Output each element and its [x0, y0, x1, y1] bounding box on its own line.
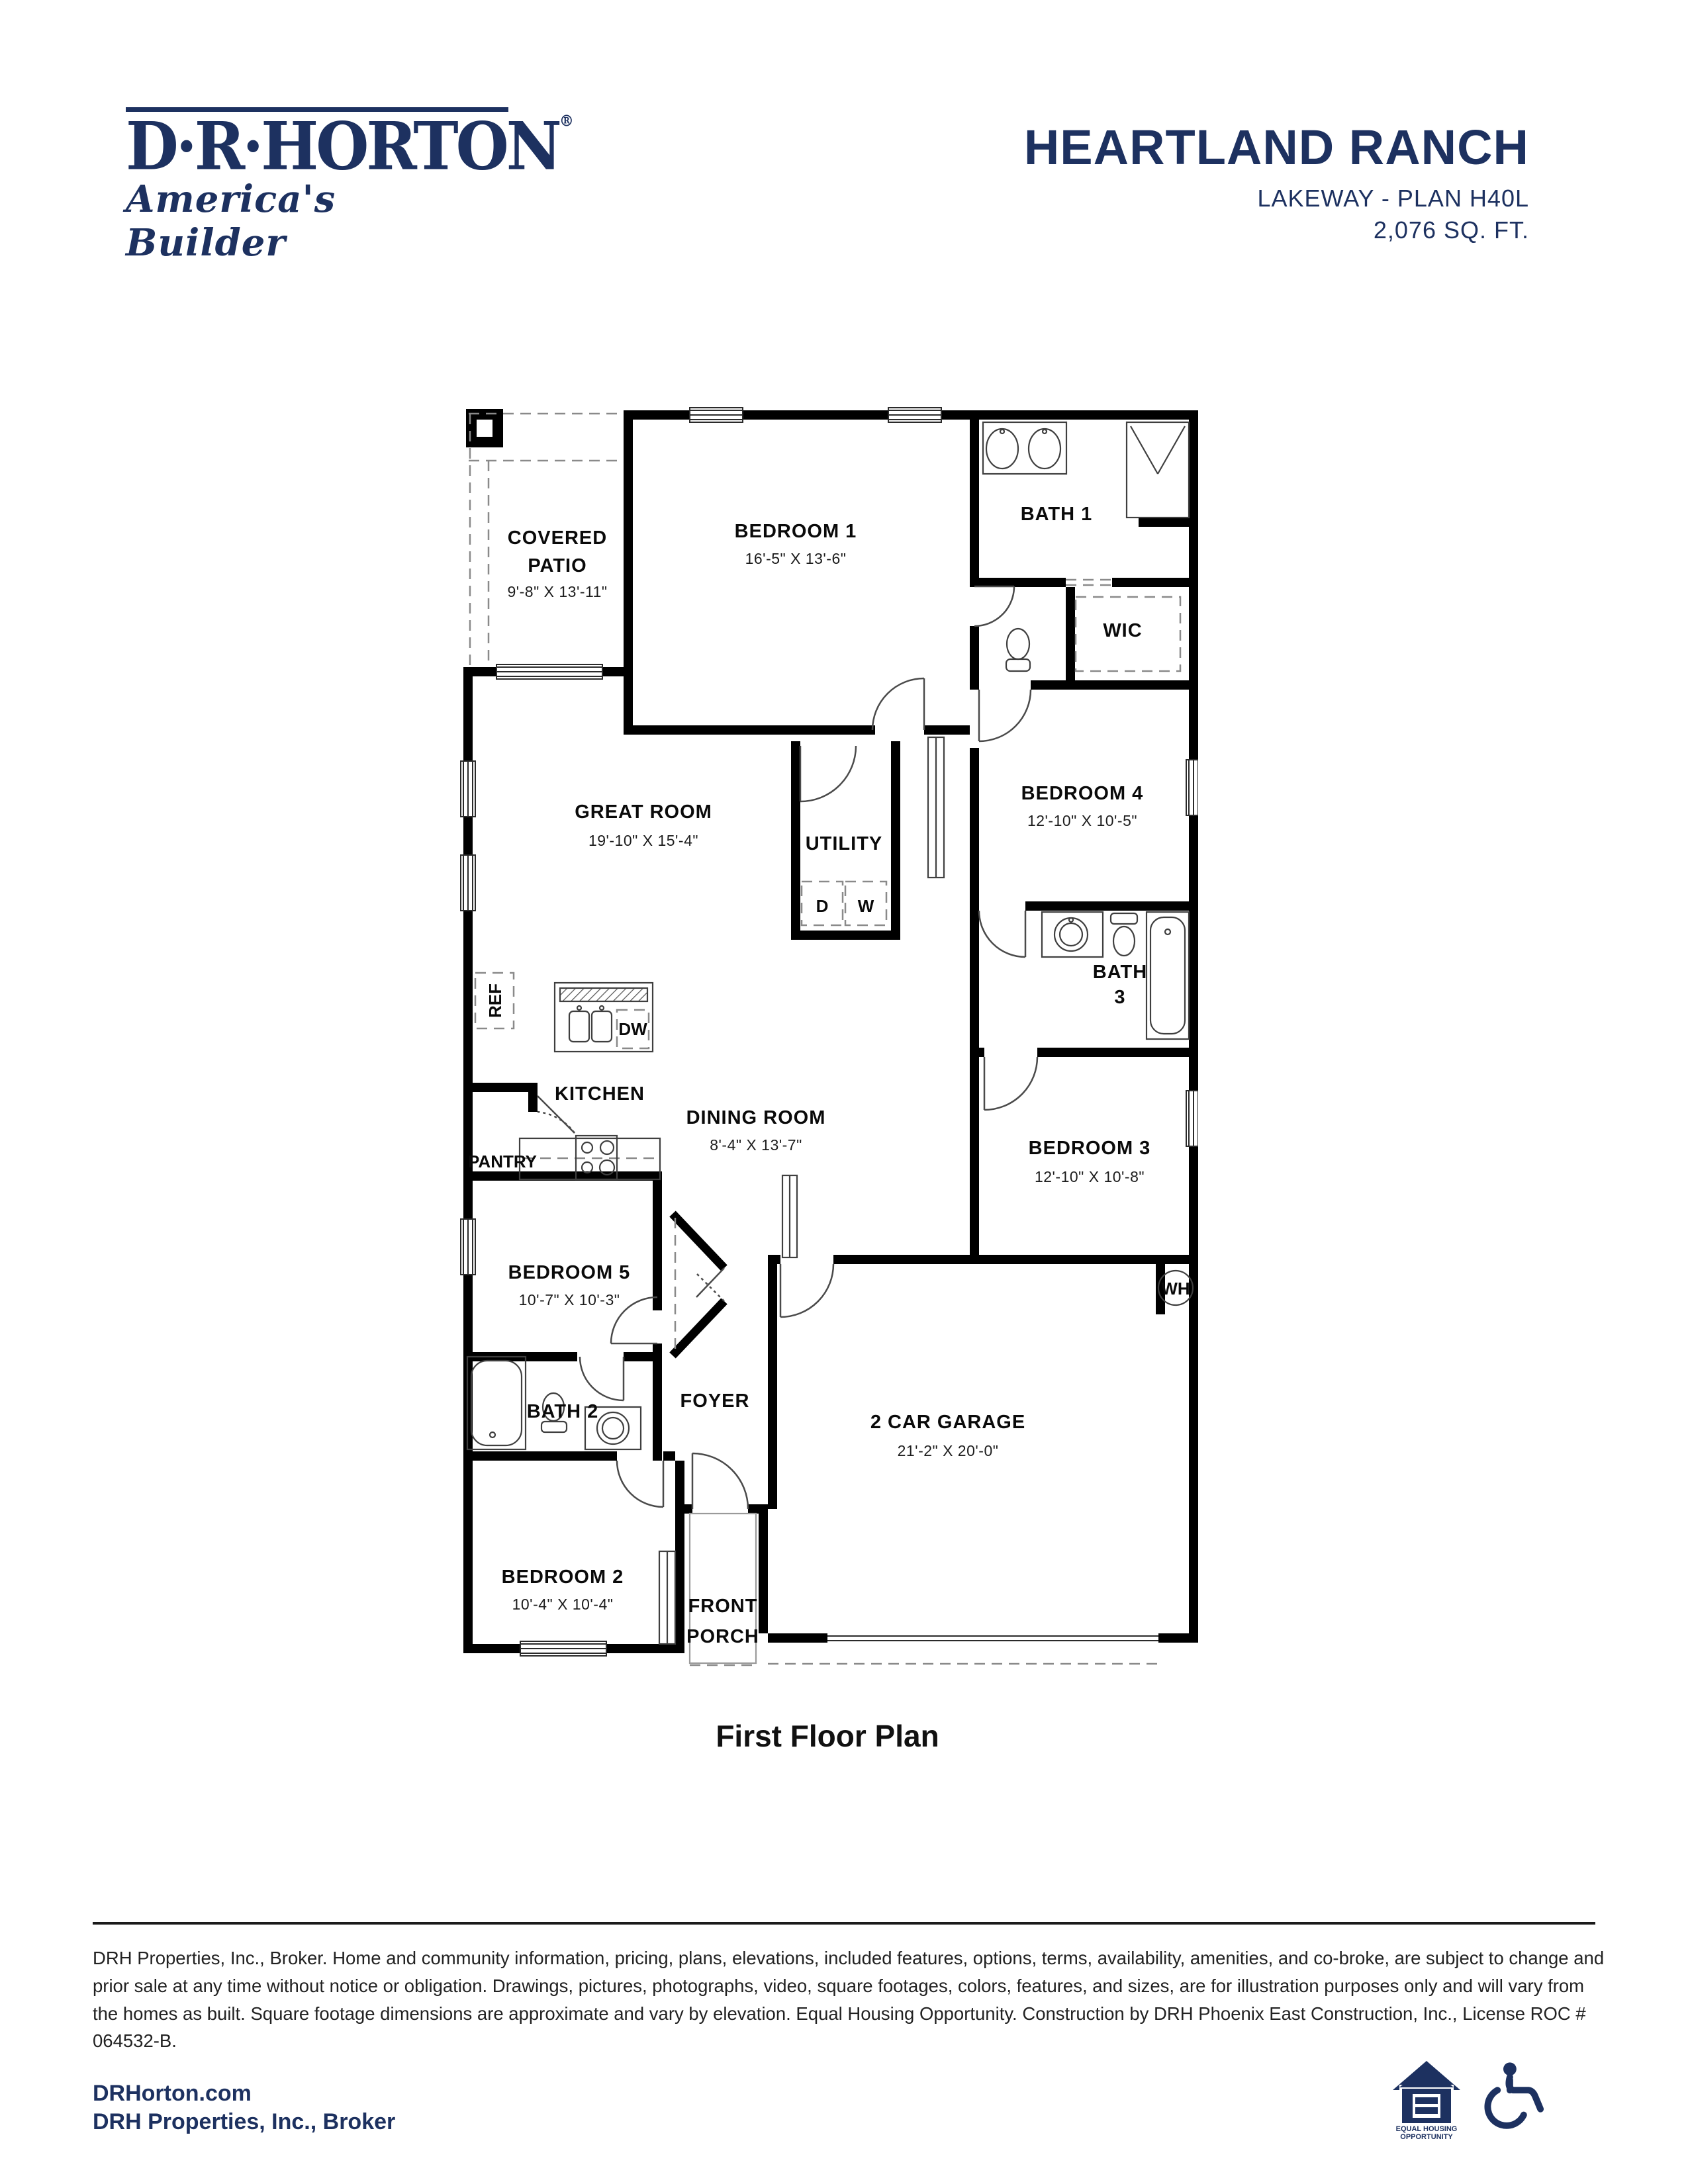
door-foyer-closet [696, 1267, 725, 1302]
plan-dashed-lines [469, 412, 1182, 1666]
label-washer: W [858, 896, 874, 916]
label-wic: WIC [1103, 620, 1142, 641]
label-wh: WH [1161, 1279, 1190, 1298]
garage-door [827, 1633, 1158, 1643]
door-pantry [537, 1095, 576, 1134]
bath2-vanity [584, 1406, 642, 1451]
door-garage-entry [779, 1263, 835, 1318]
equal-housing-text2: OPPORTUNITY [1400, 2133, 1453, 2141]
equal-housing-logo: EQUAL HOUSING OPPORTUNITY [1393, 2061, 1460, 2141]
plan-labels: COVERED PATIO 9'-8" X 13'-11" BEDROOM 1 … [468, 504, 1190, 1647]
kitchen-island [553, 981, 654, 1053]
plan-doors [537, 585, 1039, 1510]
bedroom2-closet [658, 1550, 677, 1645]
label-bedroom3: BEDROOM 3 [1029, 1138, 1151, 1159]
plan-caption: First Floor Plan [716, 1719, 939, 1753]
front-porch-outline [688, 1512, 757, 1664]
dims-covered-patio: 9'-8" X 13'-11" [507, 583, 607, 600]
door-bath2 [579, 1356, 625, 1402]
door-bedroom5 [610, 1296, 658, 1345]
dims-bedroom2: 10'-4" X 10'-4" [512, 1596, 614, 1613]
logo-name: D·R·HORTON [126, 107, 562, 185]
dims-bedroom5: 10'-7" X 10'-3" [519, 1291, 620, 1308]
door-front [691, 1452, 749, 1510]
plan-windows [460, 407, 1198, 1657]
label-front-porch: FRONT [688, 1596, 758, 1617]
bath3-vanity [1041, 911, 1104, 958]
dims-dining: 8'-4" X 13'-7" [710, 1136, 802, 1154]
label-great-room: GREAT ROOM [575, 801, 712, 823]
label-bath3-2: 3 [1114, 987, 1125, 1008]
door-bedroom3 [983, 1056, 1039, 1111]
plan-sqft: 2,076 SQ. FT. [1373, 216, 1529, 244]
label-bedroom5: BEDROOM 5 [508, 1262, 631, 1283]
equal-housing-text1: EQUAL HOUSING [1396, 2125, 1458, 2133]
door-bath1-hall [974, 585, 1015, 627]
disclaimer-text: DRH Properties, Inc., Broker. Home and c… [93, 1948, 1605, 2052]
label-foyer: FOYER [680, 1390, 750, 1412]
divider-rule [93, 1922, 1595, 1925]
label-dw: DW [618, 1019, 647, 1039]
floor-plan-drawing: COVERED PATIO 9'-8" X 13'-11" BEDROOM 1 … [460, 407, 1198, 1666]
dims-great-room: 19'-10" X 15'-4" [588, 832, 698, 849]
registered-mark: ® [559, 112, 574, 131]
label-dining: DINING ROOM [686, 1107, 826, 1128]
plan-subtitle: LAKEWAY - PLAN H40L [1257, 185, 1529, 212]
label-bedroom2: BEDROOM 2 [502, 1567, 624, 1588]
bath2-tub [466, 1355, 527, 1451]
label-kitchen: KITCHEN [555, 1083, 645, 1105]
logo-rule [126, 107, 508, 112]
label-dryer: D [816, 896, 829, 916]
bath1-toilet [1005, 627, 1031, 672]
kitchen-range [518, 1134, 661, 1181]
bath3-tub [1145, 911, 1190, 1040]
footer-links: DRHorton.com DRH Properties, Inc., Broke… [93, 2079, 395, 2136]
footer-broker: DRH Properties, Inc., Broker [93, 2109, 396, 2134]
drhorton-logo: D·R·HORTON® America's Builder [126, 107, 574, 265]
dims-bedroom4: 12'-10" X 10'-5" [1027, 812, 1137, 829]
label-bath1: BATH 1 [1021, 504, 1093, 525]
door-utility [799, 745, 857, 803]
logo-wordmark: D·R·HORTON® [126, 112, 574, 181]
title-block: HEARTLAND RANCH LAKEWAY - PLAN H40L 2,07… [1024, 119, 1529, 244]
bath1-shower [1125, 421, 1190, 519]
label-bath3: BATH [1093, 962, 1147, 983]
label-pantry: PANTRY [468, 1152, 537, 1171]
logo-tagline: America's Builder [126, 177, 336, 265]
bath3-toilet [1109, 912, 1139, 957]
label-covered-patio2: PATIO [528, 555, 586, 576]
bedroom5-closet [781, 1174, 798, 1259]
label-garage: 2 CAR GARAGE [870, 1412, 1025, 1433]
plan-fixtures [466, 421, 1194, 1664]
door-bedroom1 [871, 677, 925, 731]
bath2-toilet [540, 1392, 568, 1433]
label-front-porch2: PORCH [686, 1626, 759, 1647]
label-bath2: BATH 2 [527, 1401, 599, 1422]
label-bedroom4: BEDROOM 4 [1021, 783, 1144, 804]
door-bedroom4 [978, 689, 1032, 743]
door-bath3 [978, 910, 1027, 958]
dims-garage: 21'-2" X 20'-0" [898, 1442, 999, 1459]
accessibility-icon [1484, 2062, 1544, 2129]
label-ref: REF [485, 983, 505, 1018]
label-bedroom1: BEDROOM 1 [735, 521, 857, 542]
water-heater [1157, 1269, 1194, 1306]
dims-bedroom3: 12'-10" X 10'-8" [1035, 1168, 1145, 1185]
label-covered-patio: COVERED [508, 527, 607, 549]
hall-linen-closet [927, 736, 945, 879]
footer-website[interactable]: DRHorton.com [93, 2081, 252, 2106]
bath1-vanity [982, 421, 1068, 475]
dims-bedroom1: 16'-5" X 13'-6" [745, 550, 847, 567]
door-bedroom2 [616, 1460, 665, 1508]
label-utility: UTILITY [806, 833, 883, 854]
plan-title: HEARTLAND RANCH [1023, 120, 1529, 175]
